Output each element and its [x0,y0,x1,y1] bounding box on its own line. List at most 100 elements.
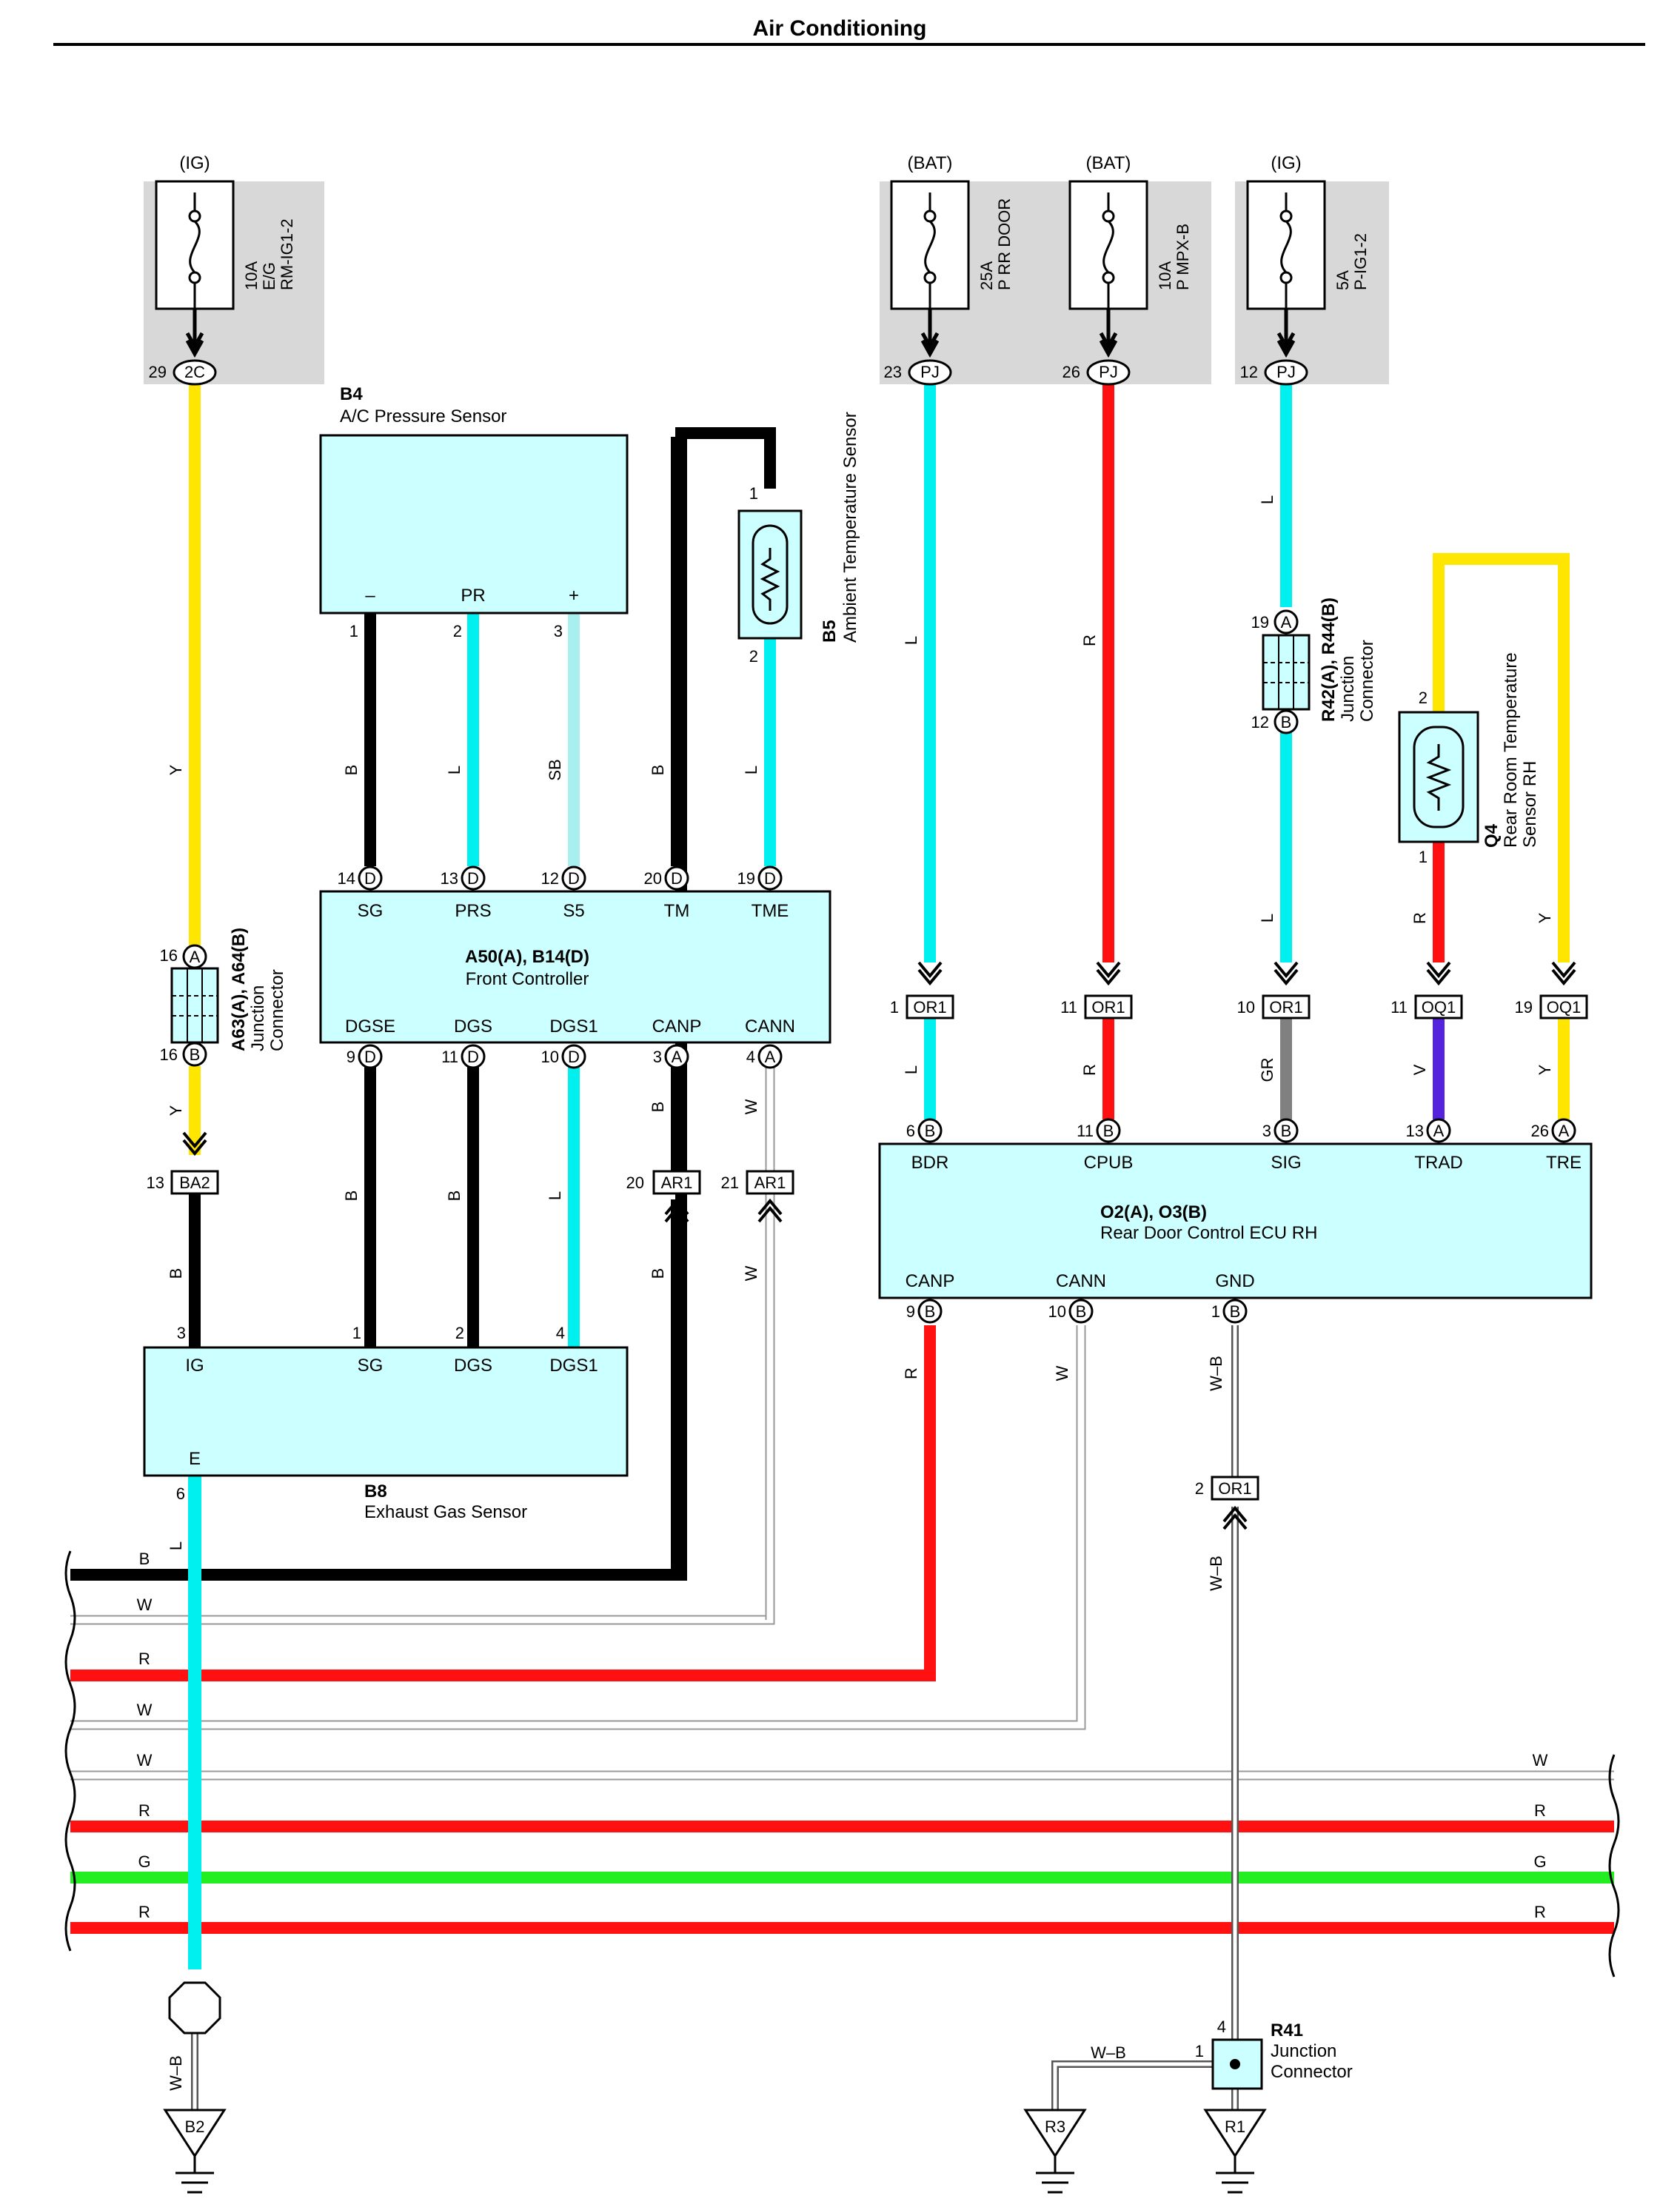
ba2-connector [170,1170,219,1195]
b4-terminal-pr: PR [461,586,485,606]
b8-pin-3: 4 [556,1324,565,1342]
wire-label-bus_r2_r: R [1534,1801,1546,1820]
fc-bot-term-3-conn: A [672,1048,683,1066]
q4-element [1413,726,1465,828]
fc-top-term-3-ring [664,865,689,891]
b8-e-label: E [189,1449,201,1469]
b8-label-2: DGS [454,1356,492,1376]
fc-bot-label-4: CANN [745,1017,795,1037]
fuse-name1-3: P MPX-B [1174,224,1192,290]
fuse-conn-3: PJ [1099,363,1118,381]
fuse-rating-1: 10A [242,261,261,290]
right-break-mark [1608,1754,1620,1978]
ecu-in-conn-1: OR1 [1091,998,1125,1017]
fc-top-label-1: PRS [455,901,491,921]
fc-bot-term-2-pin: 10 [541,1048,559,1066]
ecu-in-connector-2 [1262,994,1311,1019]
fuse-pin-3: 26 [1062,363,1080,381]
ar1-connector-21 [746,1170,794,1195]
wire-label-w_cann1: W [742,1099,760,1114]
r42-pin-top: 19 [1251,613,1269,632]
page-title: Air Conditioning [753,16,927,41]
fc-top-term-0-ring [358,865,383,891]
ecu-in-conn-0: OR1 [913,998,946,1017]
b5-pin-1: 1 [749,484,758,503]
wire-label-bus_r3: R [138,1903,150,1921]
b5-code: B5 [820,620,840,643]
ar1-conn-21: AR1 [754,1173,786,1192]
ecu-top-label-0: BDR [911,1153,949,1173]
wire-label-l_dgs1: L [546,1191,564,1200]
fc-top-term-0-conn: D [364,869,376,888]
right-wiring [924,385,1570,2110]
ground-label-B2: B2 [185,2117,205,2136]
wire-label-wb_b2: W–B [167,2055,185,2091]
r42-line2: Connector [1357,640,1377,722]
r42-conn-top: A [1281,613,1292,632]
ecu-bot-label-2: GND [1215,1271,1254,1291]
fc-top-term-3-conn: D [671,869,683,888]
fuse-pin-1: 29 [149,363,167,381]
a63-code: A63(A), A64(B) [229,928,249,1051]
wire-label-r_q4: R [1410,912,1429,924]
fc-top-term-1-ring [461,865,486,891]
r42-pin-bot: 12 [1251,713,1269,731]
b8-code: B8 [364,1481,387,1501]
fc-bot-term-4-conn: A [765,1048,776,1066]
fuse-name1-2: P RR DOOR [995,198,1014,290]
ecu-top-term-4-pin: 26 [1531,1122,1549,1140]
wire-label-wb_r3: W–B [1091,2043,1126,2062]
wire-label-w_cann2: W [742,1265,760,1281]
ecu-top-term-2-pin: 3 [1262,1122,1271,1140]
rear-ecu-code: O2(A), O3(B) [1100,1202,1207,1222]
ecu-top-term-3-ring [1426,1118,1451,1143]
fuse-source-1: (IG) [179,153,210,173]
wire-label-wb_gnd1: W–B [1207,1356,1225,1391]
fuse-name1-1: E/G [260,262,278,290]
wire-label-r_cpub: R [1080,1064,1099,1076]
b8-label-1: SG [358,1356,384,1376]
a63-pin-top: 16 [160,946,178,965]
fc-bot-term-4-pin: 4 [746,1048,755,1066]
fc-bot-term-3-pin: 3 [653,1048,662,1066]
ecu-top-term-1-conn: B [1103,1122,1114,1140]
ar1-pin-21: 21 [721,1173,739,1192]
a63-pin-bot: 16 [160,1045,178,1064]
ecu-top-term-3-pin: 13 [1406,1122,1424,1140]
fc-bot-term-4-ring [757,1044,783,1069]
wire-label-bus_r1: R [138,1650,150,1668]
ecu-bot-label-0: CANP [906,1271,955,1291]
ecu-top-term-3-conn: A [1433,1122,1445,1140]
a63-conn-top: A [190,948,201,966]
ecu-in-pin-2: 10 [1237,998,1255,1017]
fuse-source-4: (IG) [1271,153,1301,173]
r41-pin-top: 4 [1217,2018,1226,2036]
fc-top-term-4-ring [757,865,783,891]
or1-ground-pin: 2 [1195,1479,1204,1498]
fc-top-term-4-pin: 19 [737,869,755,888]
fc-top-term-3-pin: 20 [644,869,662,888]
fc-bot-label-2: DGS1 [549,1017,598,1037]
a63-line1: Junction [248,985,268,1051]
wire-label-l_pj23: L [902,636,920,645]
ecu-in-connector-3 [1414,994,1463,1019]
wire-label-bus_g: G [138,1852,150,1871]
a63-line2: Connector [267,969,287,1051]
ecu-top-term-1-pin: 11 [1077,1122,1094,1140]
fc-top-label-0: SG [358,901,384,921]
fc-top-term-0-pin: 14 [338,869,355,888]
ecu-in-pin-0: 1 [890,998,899,1017]
fc-top-term-2-pin: 12 [541,869,559,888]
ground-label-R1: R1 [1225,2117,1245,2136]
fc-bot-label-0: DGSE [345,1017,395,1037]
ecu-top-term-2-ring [1274,1118,1299,1143]
ecu-top-term-0-conn: B [925,1122,936,1140]
fuse-conn-2: PJ [920,363,940,381]
ecu-bot-term-1-pin: 10 [1048,1302,1066,1321]
ecu-top-label-4: TRE [1546,1153,1582,1173]
wire-label-bus_w1: W [137,1595,153,1614]
fc-bot-term-1-pin: 11 [441,1048,458,1066]
wire-label-bus_w2: W [137,1701,153,1719]
wire-label-l_pj12a: L [1258,495,1276,504]
fc-bot-term-0-conn: D [364,1048,376,1066]
